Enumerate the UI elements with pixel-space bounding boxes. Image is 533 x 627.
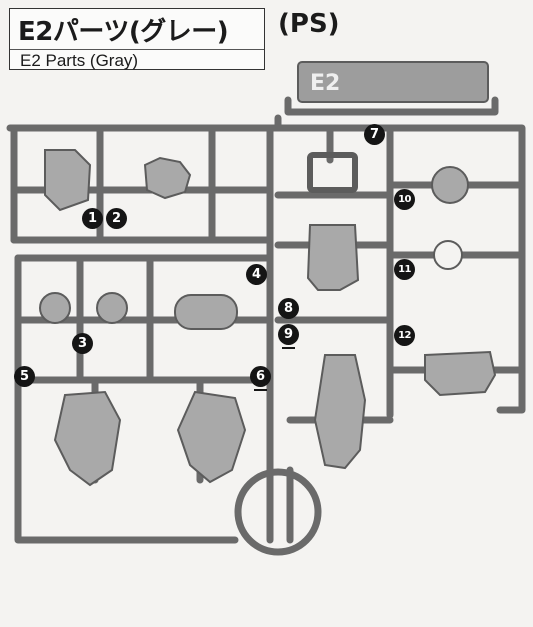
part-8 <box>306 224 360 291</box>
runner-tag <box>297 61 489 103</box>
callout-2: 2 <box>106 208 127 229</box>
callout-1: 1 <box>82 208 103 229</box>
part-1-2-a <box>44 149 92 212</box>
callout-7: 7 <box>364 124 385 145</box>
callout-12: 12 <box>394 325 415 346</box>
parts-title-box: E2パーツ(グレー) E2 Parts (Gray) <box>9 8 265 70</box>
part-12 <box>424 350 497 397</box>
part-6 <box>176 390 247 484</box>
parts-title-japanese: E2パーツ(グレー) <box>18 17 229 47</box>
title-divider <box>10 49 264 50</box>
part-3-b <box>96 292 128 324</box>
runner-tag-label: E2 <box>310 71 340 96</box>
callout-11: 11 <box>394 259 415 280</box>
part-10 <box>431 166 469 204</box>
material-label: (PS) <box>278 9 340 39</box>
part-4 <box>174 294 238 330</box>
callout-10: 10 <box>394 189 415 210</box>
callout-3: 3 <box>72 333 93 354</box>
part-5 <box>53 390 122 487</box>
parts-title-english: E2 Parts (Gray) <box>20 51 139 70</box>
callout-8: 8 <box>278 298 299 319</box>
part-9 <box>313 354 367 470</box>
callout-6: 6 <box>250 366 271 391</box>
callout-9: 9 <box>278 324 299 349</box>
part-11 <box>433 240 463 270</box>
callout-4: 4 <box>246 264 267 285</box>
part-1-2-b <box>143 156 192 200</box>
part-7 <box>307 152 358 193</box>
callout-5: 5 <box>14 366 35 387</box>
part-3-a <box>39 292 71 324</box>
